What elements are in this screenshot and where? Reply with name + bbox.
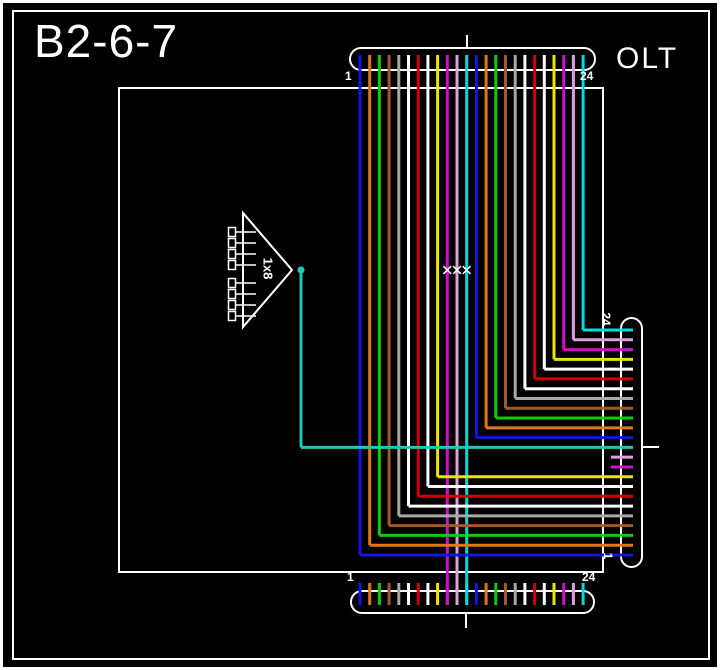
top-connector-block (349, 47, 596, 71)
bottom-connector-block (350, 590, 595, 614)
page-title: B2-6-7 (34, 15, 179, 67)
right-connector-tick (643, 446, 659, 448)
top-connector-tick (466, 35, 468, 47)
splitter-ratio-label: 1x8 (260, 257, 276, 280)
splitter-port-connector (227, 237, 237, 249)
bottom-connector-port24-label: 24 (582, 570, 596, 584)
bottom-connector-port1-label: 1 (347, 570, 354, 584)
fiber-cut-mark: ✕ (441, 262, 454, 280)
splitter-port-connector (227, 277, 237, 289)
inner-frame (12, 10, 710, 660)
fiber-cut-mark: ✕ (460, 262, 473, 280)
splitter-triangle (242, 210, 294, 330)
splitter-port-connector (227, 299, 237, 311)
bottom-connector-tick (465, 612, 467, 628)
fiber-cut-mark: ✕ (451, 262, 464, 280)
right-connector-port24-label: 24 (599, 312, 613, 326)
splitter-port-connector (227, 259, 237, 271)
splitter-port-connector (227, 310, 237, 322)
splitter-symbol (242, 210, 305, 330)
right-connector-port1-label: 1 (601, 552, 615, 560)
right-connector-block (620, 317, 643, 568)
top-connector-port24-label: 24 (580, 69, 594, 83)
splitter-port-connector (227, 288, 237, 300)
olt-label: OLT (616, 42, 679, 75)
splitter-port-connector (227, 226, 237, 238)
top-connector-port1-label: 1 (345, 69, 352, 83)
splitter-port-connector (227, 248, 237, 260)
splitter-output-dot (297, 266, 305, 274)
